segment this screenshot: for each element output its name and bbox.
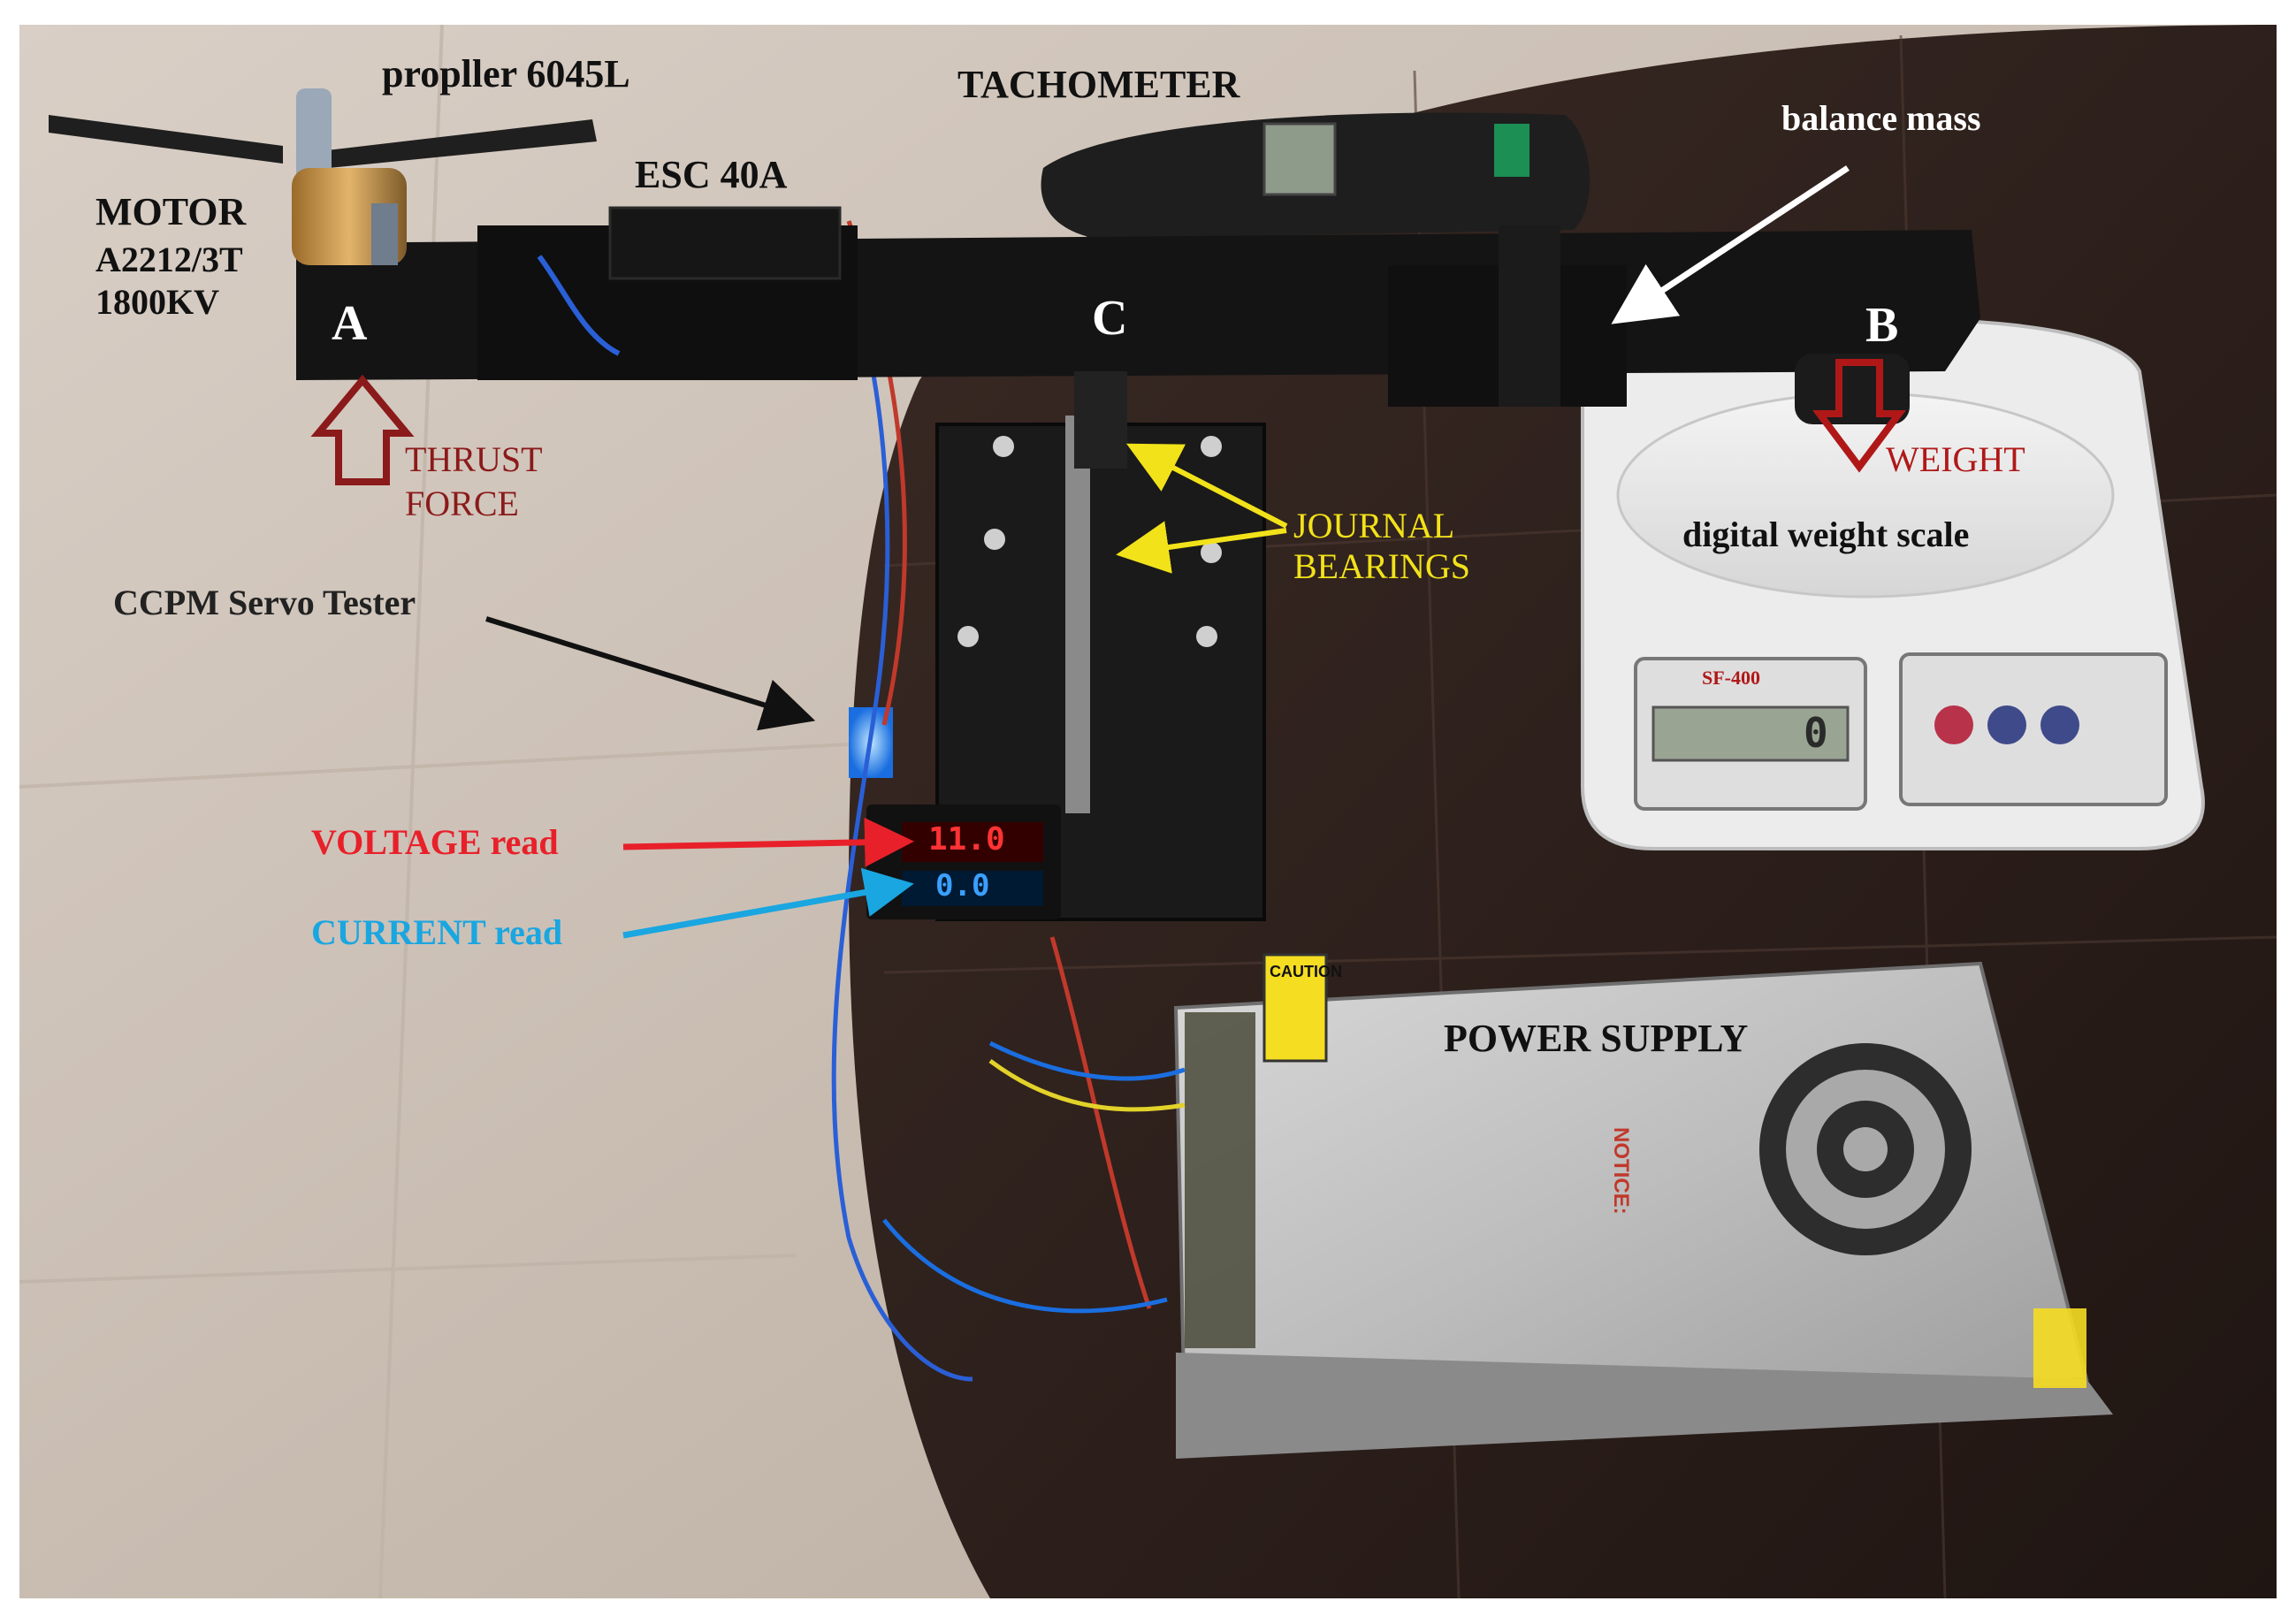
servo-tester-stand: [849, 416, 1266, 921]
esc-label: ESC 40A: [635, 153, 788, 196]
force-label: FORCE: [405, 484, 519, 523]
point-b-label: B: [1865, 298, 1899, 353]
tachometer-label: TACHOMETER: [957, 63, 1240, 106]
tachometer-device: [1041, 112, 1590, 239]
current-label: CURRENT read: [311, 912, 563, 952]
thrust-force-arrow: [310, 374, 415, 485]
scale-display: 0: [1804, 709, 1828, 757]
journal-arrow-upper: [1125, 443, 1288, 529]
voltage-display: 11.0: [928, 821, 1005, 858]
lever-beam: [296, 206, 1980, 469]
weight-label: WEIGHT: [1886, 439, 2025, 479]
power-supply-label: POWER SUPPLY: [1444, 1017, 1749, 1060]
balance-mass-arrow: [1611, 165, 1850, 324]
servo-tester-label: CCPM Servo Tester: [113, 583, 416, 622]
motor-label: MOTOR: [95, 190, 247, 233]
motor-model-label: A2212/3T: [95, 240, 243, 279]
servo-tester-arrow: [485, 616, 816, 731]
power-supply-unit: [1173, 953, 2113, 1459]
propeller-label: propller 6045L: [382, 52, 630, 95]
weight-arrow: [1812, 359, 1906, 473]
point-c-label: C: [1092, 291, 1128, 346]
journal-label: JOURNAL: [1293, 506, 1455, 545]
journal-arrow-lower: [1116, 521, 1287, 574]
bearings-label: BEARINGS: [1293, 546, 1471, 586]
current-arrow: [622, 867, 914, 939]
motor-and-propeller: [49, 88, 597, 265]
digital-weight-scale: [1581, 316, 2205, 850]
thrust-label: THRUST: [405, 439, 543, 479]
caution-sticker: CAUTION: [1270, 963, 1342, 980]
annotation-arrows: [310, 165, 1906, 939]
notice-label: NOTICE:: [1609, 1127, 1633, 1215]
point-a-label: A: [332, 296, 368, 351]
current-display: 0.0: [935, 868, 990, 903]
scale-label: digital weight scale: [1682, 515, 1970, 554]
scale-model-label: SF-400: [1702, 667, 1760, 689]
voltage-label: VOLTAGE read: [311, 822, 559, 862]
balance-mass-label: balance mass: [1781, 98, 1981, 138]
motor-kv-label: 1800KV: [95, 282, 219, 322]
voltage-arrow: [622, 817, 914, 867]
